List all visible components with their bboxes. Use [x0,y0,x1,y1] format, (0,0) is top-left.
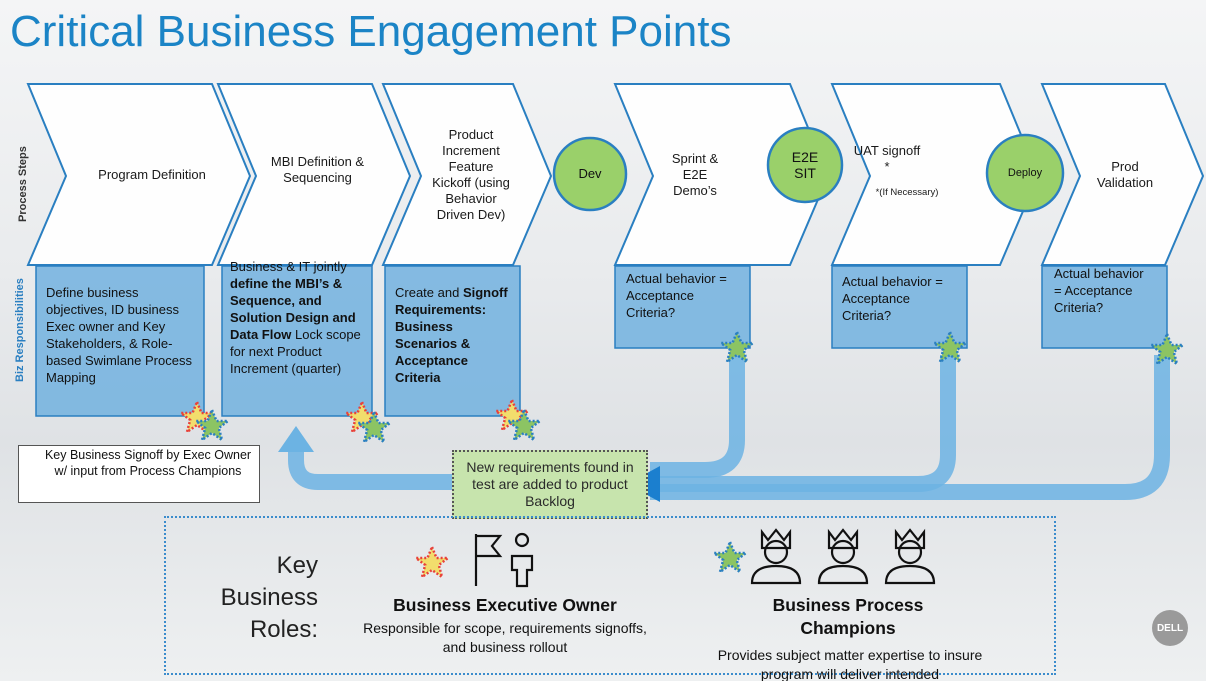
gate-label-e2e-sit: E2E SIT [791,149,819,181]
key-roles-title: Key Business Roles: [220,552,318,643]
role-exec-owner-name: Business Executive Owner [393,595,617,615]
step-chevron-5 [830,83,1040,266]
role-champions-desc: Provides subject matter expertise to ins… [717,647,983,681]
role-exec-owner-desc: Responsible for scope, requirements sign… [363,620,647,655]
legend-box [18,445,260,503]
crowned-person-icon [884,528,936,585]
resp-box-3 [384,265,521,417]
key-roles-box [164,516,1056,675]
step-chevron-6 [1040,83,1205,266]
resp-text-1: Define business objectives, ID business … [46,285,192,385]
gate-dev [552,136,628,212]
crowned-person-icon [817,528,869,585]
gate-label-dev: Dev [578,166,602,181]
step-note-uat: *(If Necessary) [875,187,939,198]
resp-text-2: Business & IT jointly define the MBI’s &… [230,259,361,376]
step-chevron-3 [381,83,553,266]
backlog-note: New requirements found in test are added… [452,450,648,519]
gate-deploy [985,133,1065,213]
role-champions-name: Business Process Champions [772,595,924,638]
step-chevron-4 [613,83,830,266]
page-title: Critical Business Engagement Points [10,7,732,56]
step-chevron-2 [216,83,412,266]
gate-e2e-sit [766,126,844,204]
resp-text-3: Create and Signoff Requirements: Busines… [395,285,508,385]
crowned-person-icon [750,528,802,585]
resp-box-1 [35,265,205,417]
resp-box-2 [221,265,373,417]
resp-box-5 [831,265,968,349]
step-label-program-definition: Program Definition [98,167,206,182]
resp-box-6 [1041,265,1168,349]
step-label-mbi: MBI Definition & Sequencing [270,154,365,185]
arrow-head-mbi [278,426,314,452]
step-label-uat: UAT signoff * [853,143,921,174]
resp-text-5: Actual behavior = Acceptance Criteria? [842,274,943,323]
gate-label-deploy: Deploy [1007,167,1043,179]
dell-logo: DELL [1152,610,1188,646]
legend-text: Key Business Signoff by Exec Owner w/ in… [44,448,252,478]
resp-text-6: Actual behavior = Acceptance Criteria? [1054,266,1144,315]
flag-person-icon [474,532,534,588]
feedback-arrows [288,355,1170,500]
step-label-prod-validation: Prod Validation [1096,159,1154,190]
step-label-pi-kickoff: Product Increment Feature Kickoff (using… [432,127,510,222]
resp-box-4 [614,265,751,349]
step-chevron-1 [26,83,252,266]
step-label-sprint-demo: Sprint & E2E Demo’s [671,151,719,198]
resp-text-4: Actual behavior = Acceptance Criteria? [626,271,727,320]
